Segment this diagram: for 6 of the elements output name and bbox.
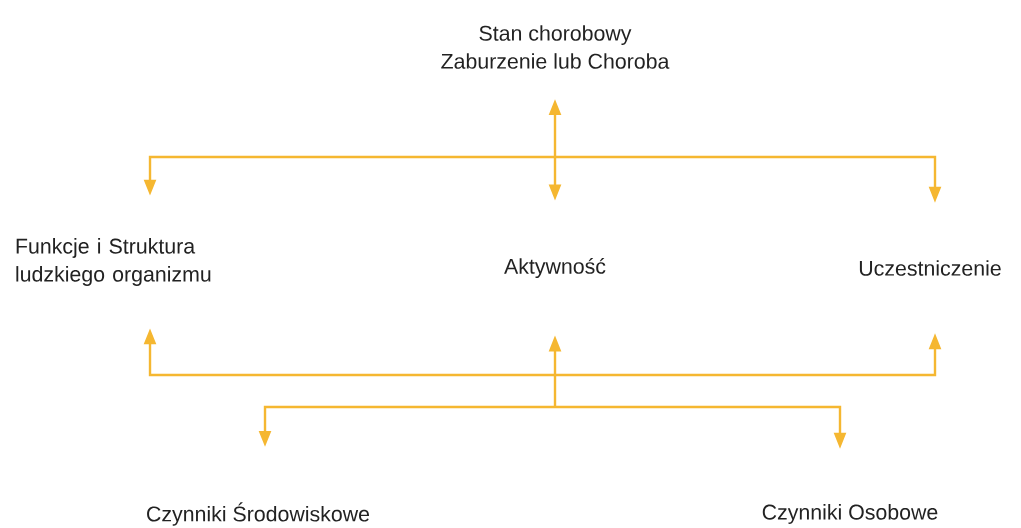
node-label: Stan chorobowy Zaburzenie lub Choroba <box>441 25 670 69</box>
node-label: Uczestniczenie <box>859 260 1001 276</box>
node-label: Funkcje i Struktura ludzkiego organizmu <box>16 238 211 286</box>
node-label: Czynniki Środowiskowe <box>147 502 370 526</box>
node-label: Aktywność <box>504 257 606 279</box>
node-label: Czynniki Osobowe <box>762 504 938 524</box>
